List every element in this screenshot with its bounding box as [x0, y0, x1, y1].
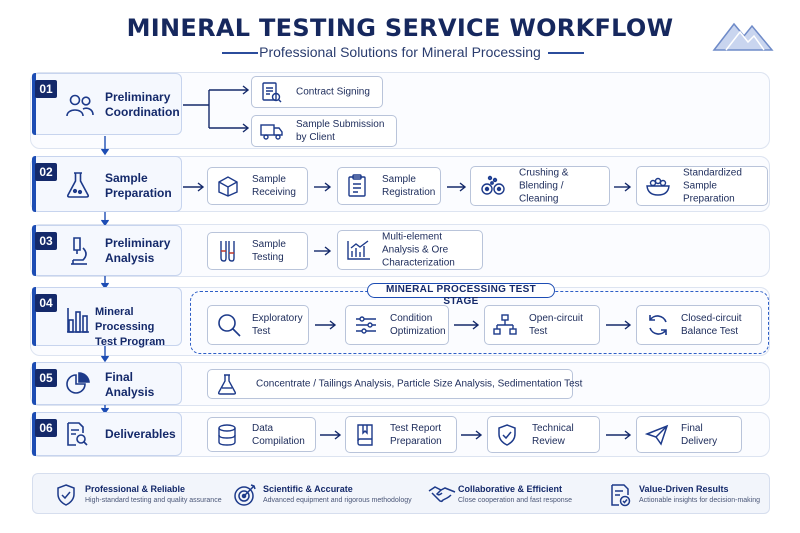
report-check-icon — [609, 483, 631, 507]
step-contract-signing: Contract Signing — [251, 76, 383, 108]
page-title: MINERAL TESTING SERVICE WORKFLOW — [126, 14, 674, 42]
step-sample-receiving: Sample Receiving — [207, 167, 308, 205]
step-standardized-preparation: Standardized Sample Preparation — [636, 166, 768, 206]
footer-values-bar: Professional & Reliable High-standard te… — [32, 473, 770, 514]
flask-icon — [216, 373, 238, 395]
contract-icon — [260, 81, 282, 103]
stage-label: Final Analysis — [105, 370, 155, 399]
step-sample-submission: Sample Submission by Client — [251, 115, 397, 147]
cycle-icon — [645, 312, 671, 338]
step-data-compilation: Data Compilation — [207, 417, 316, 452]
down-arrow — [100, 345, 110, 362]
right-arrow — [447, 182, 467, 192]
step-test-report: Test Report Preparation — [345, 416, 457, 453]
mountain-logo-icon — [712, 18, 774, 52]
stage-01: 01 Preliminary Coordination — [32, 73, 182, 135]
branch-arrows — [183, 85, 251, 135]
stage-04: 04 Mineral Processing Test Program — [32, 287, 182, 348]
database-icon — [216, 423, 238, 447]
stage-03: 03 Preliminary Analysis — [32, 225, 182, 276]
chart-icon — [346, 239, 372, 261]
paper-plane-icon — [645, 424, 669, 446]
document-search-icon — [65, 421, 89, 447]
stage-label: Mineral Processing Test Program — [95, 306, 166, 348]
step-sample-testing: Sample Testing — [207, 232, 308, 270]
sliders-icon — [354, 315, 378, 335]
test-tubes-icon — [216, 239, 238, 263]
stage-number: 02 — [35, 163, 57, 181]
page-subtitle: Professional Solutions for Mineral Proce… — [259, 44, 541, 60]
book-icon — [354, 423, 376, 447]
stage-label: Deliverables — [105, 427, 176, 441]
subtitle-divider-right — [548, 52, 584, 54]
bowl-icon — [645, 175, 671, 197]
stage-06: 06 Deliverables — [32, 412, 182, 456]
subtitle-divider-left — [222, 52, 258, 54]
right-arrow — [461, 430, 483, 440]
bar-chart-icon — [65, 306, 91, 334]
flask-icon — [65, 171, 91, 199]
right-arrow — [454, 320, 480, 330]
step-open-circuit-test: Open-circuit Test — [484, 305, 600, 345]
truck-icon — [260, 121, 284, 141]
step-exploratory-test: Exploratory Test — [207, 305, 309, 345]
step-sample-registration: Sample Registration — [337, 167, 441, 205]
right-arrow — [314, 182, 332, 192]
right-arrow — [183, 182, 205, 192]
step-crushing-blending: Crushing & Blending / Cleaning — [470, 166, 610, 206]
clipboard-icon — [346, 174, 368, 198]
stage-label: Sample Preparation — [105, 171, 172, 200]
target-icon — [233, 483, 257, 507]
right-arrow — [314, 246, 332, 256]
stage-label: Preliminary Coordination — [105, 90, 180, 119]
flowchart-icon — [493, 313, 517, 337]
shield-check-icon — [55, 483, 77, 507]
shield-check-icon — [496, 423, 518, 447]
right-arrow — [320, 430, 342, 440]
handshake-icon — [428, 483, 456, 505]
box-icon — [216, 175, 240, 197]
down-arrow — [100, 212, 110, 226]
step-closed-circuit-test: Closed-circuit Balance Test — [636, 305, 762, 345]
stage-number: 06 — [35, 419, 57, 437]
step-technical-review: Technical Review — [487, 416, 600, 453]
stage-number: 05 — [35, 369, 57, 387]
right-arrow — [614, 182, 632, 192]
stage-05: 05 Final Analysis — [32, 362, 182, 405]
pie-chart-icon — [65, 371, 91, 397]
magnifier-icon — [216, 312, 242, 338]
right-arrow — [606, 320, 632, 330]
stage-label: Preliminary Analysis — [105, 236, 171, 265]
microscope-icon — [65, 236, 91, 266]
stage-number: 04 — [35, 294, 57, 312]
right-arrow — [315, 320, 337, 330]
step-condition-optimization: Condition Optimization — [345, 305, 449, 345]
crusher-icon — [479, 174, 507, 198]
right-arrow — [606, 430, 632, 440]
stage-02: 02 Sample Preparation — [32, 156, 182, 212]
stage-number: 01 — [35, 80, 57, 98]
stage-tag: MINERAL PROCESSING TEST STAGE — [367, 283, 555, 307]
step-final-delivery: Final Delivery — [636, 416, 742, 453]
down-arrow — [100, 136, 110, 156]
step-multi-element-analysis: Multi-element Analysis & Ore Characteriz… — [337, 230, 483, 270]
step-final-analysis: Concentrate / Tailings Analysis, Particl… — [207, 369, 582, 399]
people-icon — [65, 92, 95, 118]
stage-number: 03 — [35, 232, 57, 250]
